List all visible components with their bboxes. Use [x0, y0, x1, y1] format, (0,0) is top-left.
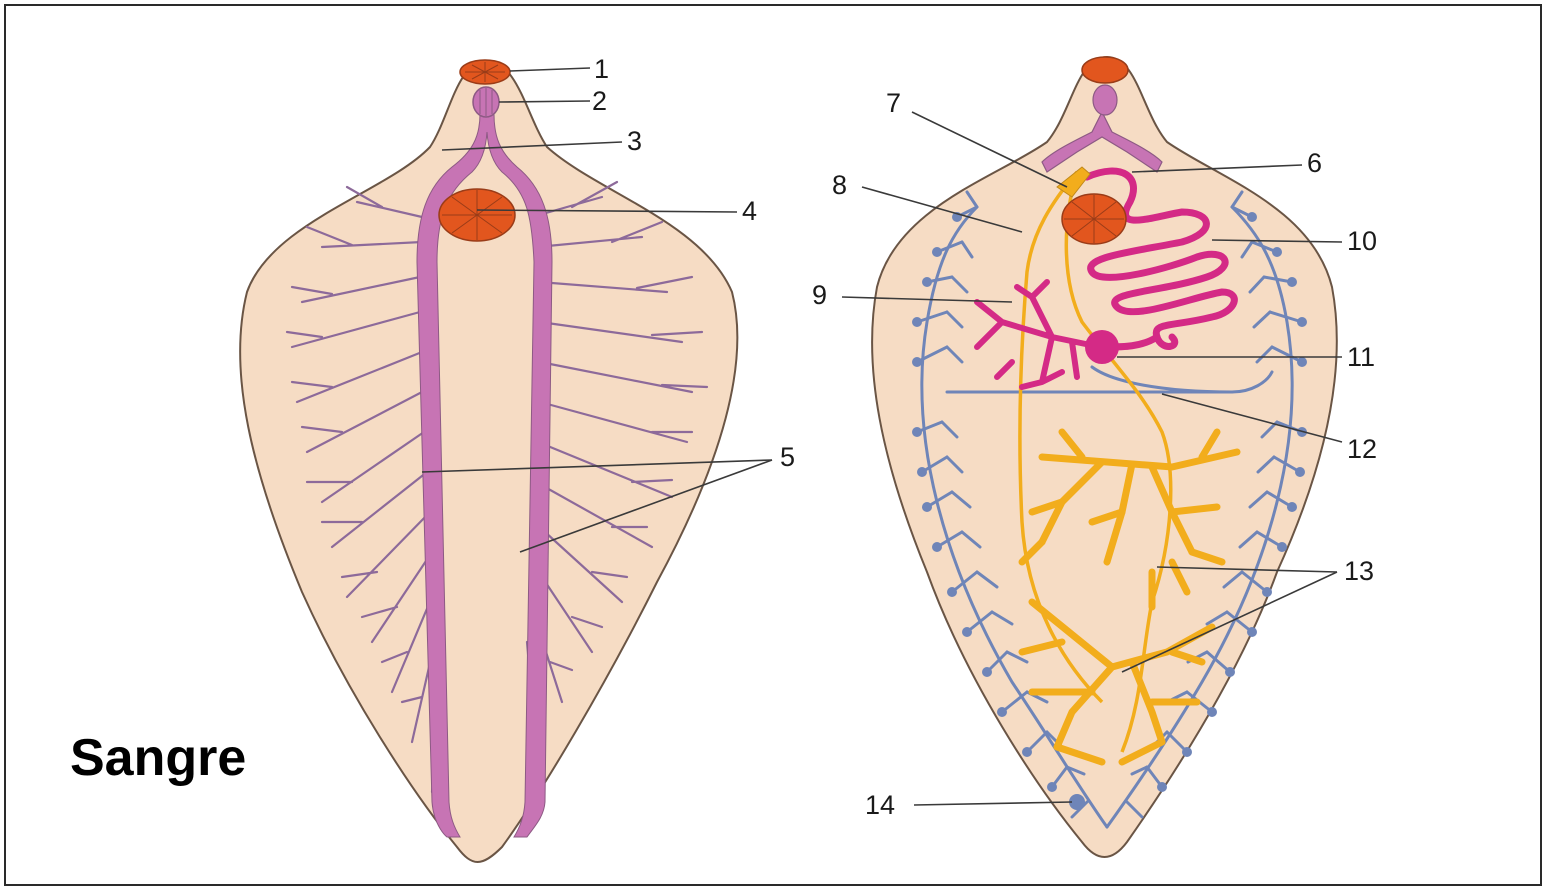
caption-sangre: Sangre	[70, 728, 246, 788]
figure-frame: 1 2 3 4 5 6 7 8 9 10 11 12 13 14 Sangre	[4, 4, 1542, 886]
left-fluke	[240, 60, 737, 862]
label-5: 5	[780, 442, 795, 472]
label-12: 12	[1347, 434, 1377, 464]
label-14: 14	[865, 790, 895, 820]
label-3: 3	[627, 126, 642, 156]
label-6: 6	[1307, 148, 1322, 178]
ootype	[1085, 330, 1119, 364]
label-11: 11	[1347, 342, 1375, 372]
label-8: 8	[832, 170, 847, 200]
label-13: 13	[1344, 556, 1374, 586]
right-fluke	[872, 57, 1337, 857]
label-9: 9	[812, 280, 827, 310]
right-oral-sucker	[1082, 57, 1128, 83]
label-7: 7	[886, 88, 901, 118]
right-fluke-body	[872, 57, 1337, 857]
right-pharynx	[1093, 85, 1117, 115]
label-2: 2	[592, 86, 607, 116]
label-4: 4	[742, 196, 757, 226]
left-fluke-body	[240, 62, 737, 862]
label-1: 1	[594, 54, 609, 84]
label-10: 10	[1347, 226, 1377, 256]
